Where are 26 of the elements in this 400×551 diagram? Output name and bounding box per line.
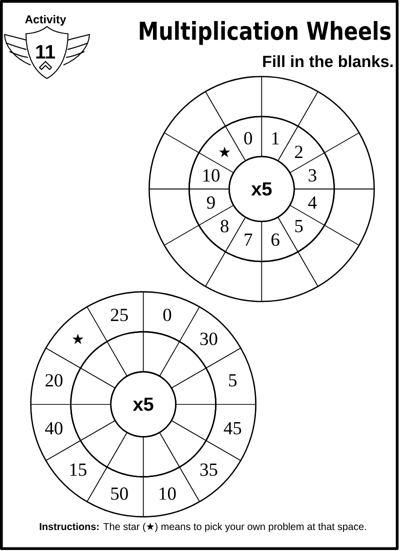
title: Multiplication Wheels bbox=[140, 21, 391, 45]
number-cell: 45 bbox=[205, 404, 256, 462]
number-cell: 25 bbox=[86, 291, 144, 342]
number-cell: 0 bbox=[142, 291, 200, 342]
number-cell: 20 bbox=[30, 347, 82, 405]
number-cell: 30 bbox=[178, 306, 242, 369]
number-cell: 50 bbox=[86, 466, 144, 518]
number-cell: 5 bbox=[205, 347, 256, 405]
answer-box bbox=[148, 188, 200, 246]
number-cell: 40 bbox=[30, 404, 82, 462]
number-cell: 10 bbox=[142, 466, 200, 518]
instruction: Fill in the blanks. bbox=[263, 55, 393, 68]
shield-badge: 11 bbox=[26, 26, 68, 79]
answer-box bbox=[261, 76, 319, 127]
star-cell: ★ bbox=[45, 306, 108, 369]
answer-box bbox=[204, 251, 262, 302]
instruction-note: Instructions: The star (★) means to pick your own problem at that space. bbox=[40, 522, 366, 532]
answer-box bbox=[261, 251, 319, 302]
number-cell: 35 bbox=[178, 440, 242, 502]
answer-box bbox=[324, 132, 375, 190]
number-cell: 15 bbox=[45, 440, 108, 502]
node-label: x5 bbox=[251, 182, 272, 196]
answer-box bbox=[148, 132, 200, 190]
answer-box bbox=[204, 76, 262, 127]
badge-heading: Activity bbox=[25, 15, 66, 26]
answer-box bbox=[324, 188, 375, 246]
